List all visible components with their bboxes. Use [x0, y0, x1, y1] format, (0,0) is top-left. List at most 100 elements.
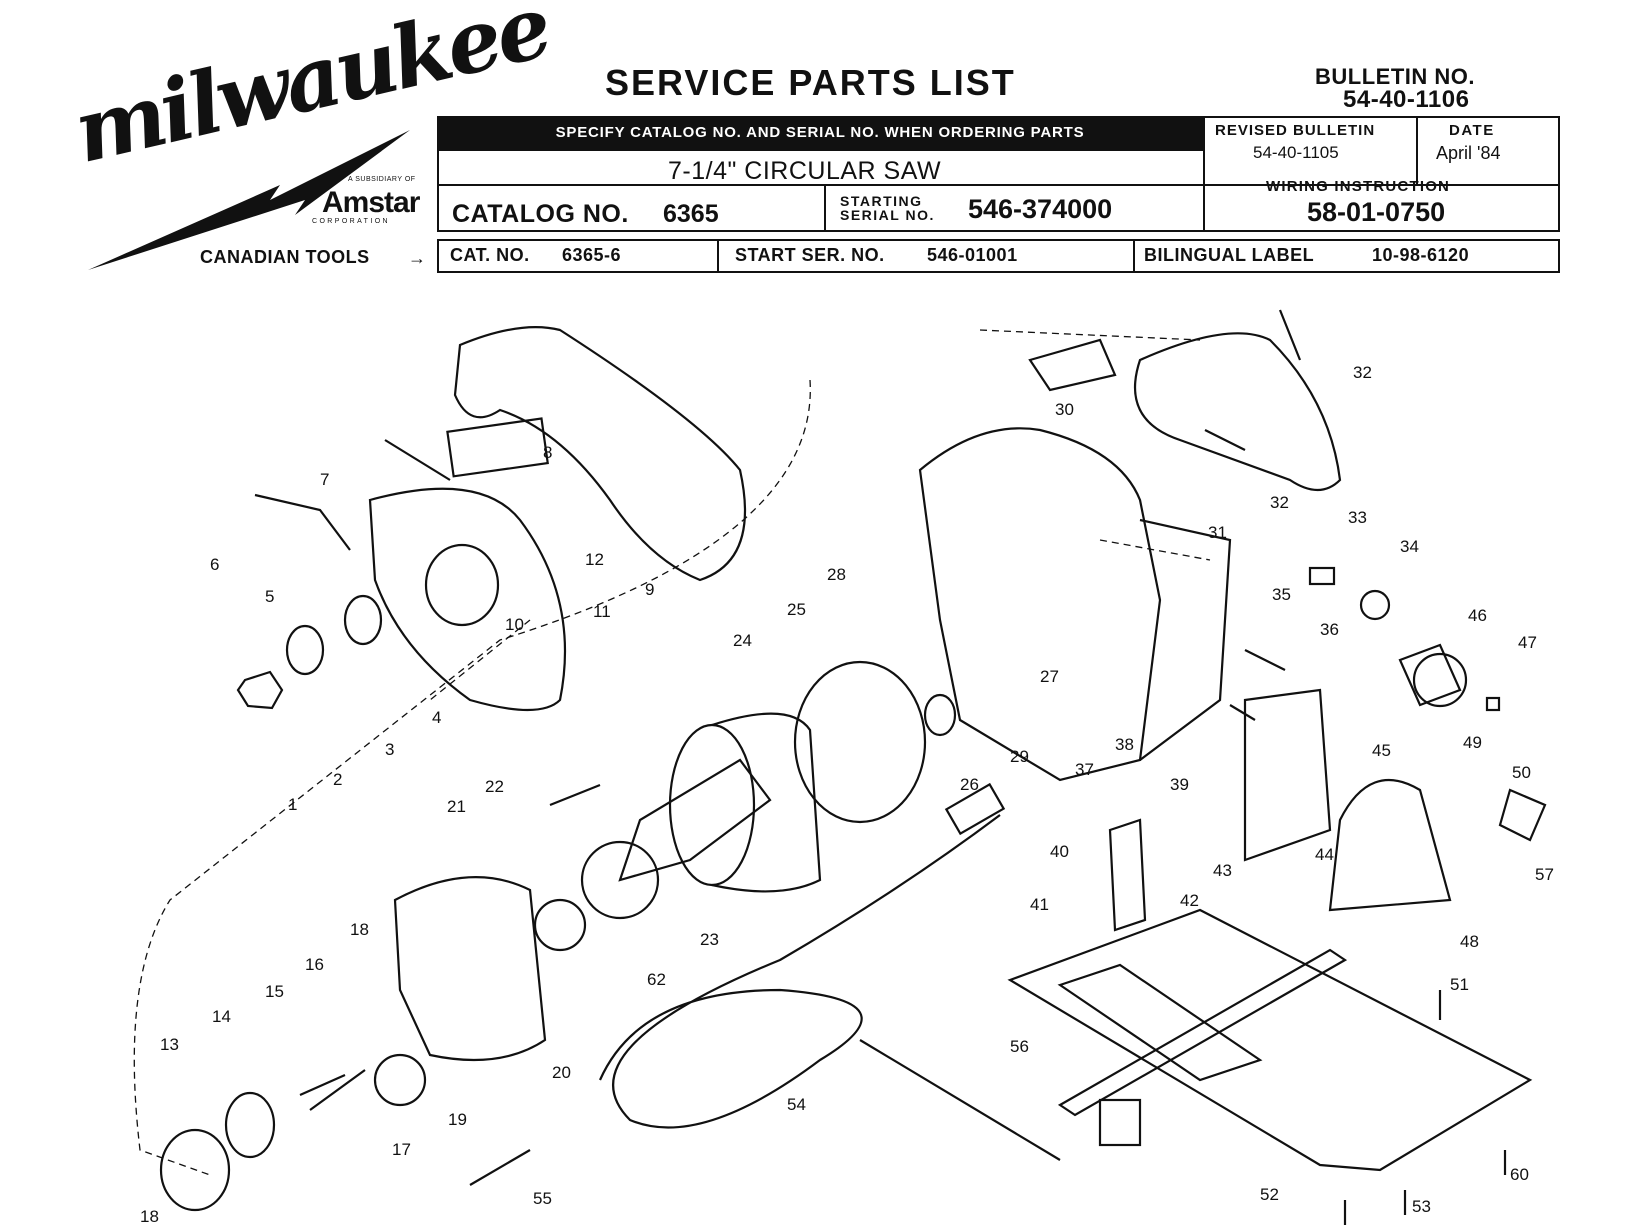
- bevel-knob: [1498, 788, 1547, 842]
- part-number-label: 22: [485, 777, 504, 796]
- bulletin-label: BULLETIN NO.: [1315, 64, 1475, 89]
- screw-32a: [1278, 309, 1302, 361]
- part-number-label: 19: [448, 1110, 467, 1129]
- corporation-text: CORPORATION: [312, 218, 390, 225]
- part-number-label: 45: [1372, 741, 1391, 760]
- rip-fence: [1057, 948, 1348, 1117]
- part-number-label: 48: [1460, 932, 1479, 951]
- switch: [1028, 338, 1117, 392]
- part-number-label: 5: [265, 587, 274, 606]
- starting-label-line2: SERIAL NO.: [840, 207, 935, 223]
- bulletin-number: 54-40-1106: [1343, 86, 1470, 113]
- part-number-label: 43: [1213, 861, 1232, 880]
- exploded-parts-diagram: 1234567891011121314151617181819202122232…: [133, 309, 1554, 1226]
- screw-35: [1229, 704, 1256, 721]
- power-cord: [598, 814, 1061, 1161]
- canadian-tools-label: CANADIAN TOOLS: [200, 247, 370, 267]
- bearing-26: [923, 693, 957, 737]
- starting-serial-number: 546-374000: [968, 194, 1113, 224]
- nameplate: [446, 417, 549, 478]
- depth-bracket-44: [1243, 688, 1332, 862]
- motor-housing: [711, 712, 822, 893]
- guard-opening: [424, 543, 500, 627]
- canadian-cat-number: 6365-6: [562, 245, 622, 265]
- part-number-label: 62: [647, 970, 666, 989]
- part-number-label: 42: [1180, 891, 1199, 910]
- part-number-label: 2: [333, 770, 342, 789]
- fence-end: [1098, 1098, 1142, 1147]
- part-number-label: 12: [585, 550, 604, 569]
- depth-knob: [1398, 643, 1462, 707]
- part-number-label: 28: [827, 565, 846, 584]
- part-number-label: 6: [210, 555, 219, 574]
- part-number-label: 17: [392, 1140, 411, 1159]
- divider: [1416, 116, 1418, 184]
- knob-face: [1412, 652, 1468, 708]
- shoe-cutout: [1057, 963, 1263, 1082]
- part-number-label: 18: [350, 920, 369, 939]
- bilingual-label-label: BILINGUAL LABEL: [1144, 245, 1315, 265]
- part-number-label: 16: [305, 955, 324, 974]
- gear-case: [393, 876, 547, 1062]
- part-number-label: 9: [645, 580, 654, 599]
- divider: [437, 149, 1203, 151]
- bearing-62: [533, 898, 587, 952]
- part-number-label: 46: [1468, 606, 1487, 625]
- divider: [437, 184, 1560, 186]
- catalog-label: CATALOG NO.: [452, 200, 629, 228]
- part-number-label: 50: [1512, 763, 1531, 782]
- part-number-label: 35: [1272, 585, 1291, 604]
- part-number-label: 21: [447, 797, 466, 816]
- outer-washer: [285, 624, 325, 676]
- canadian-table: [437, 239, 1560, 273]
- tool-name: 7-1/4" CIRCULAR SAW: [668, 157, 942, 185]
- starting-serial-label: STARTING SERIAL NO.: [840, 194, 935, 222]
- guide-41: [1108, 818, 1147, 932]
- part-number-label: 27: [1040, 667, 1059, 686]
- inner-washer: [343, 594, 383, 646]
- part-number-label: 29: [1010, 747, 1029, 766]
- upper-housing: [1133, 332, 1342, 492]
- bearing-14: [224, 1091, 276, 1159]
- specify-note-bar: SPECIFY CATALOG NO. AND SERIAL NO. WHEN …: [437, 116, 1203, 149]
- arrow-right-icon: →: [408, 248, 426, 268]
- lever: [254, 493, 351, 551]
- part-number-label: 23: [700, 930, 719, 949]
- revised-bulletin-number: 54-40-1105: [1253, 143, 1339, 162]
- lightning-bolt-icon: [88, 130, 410, 270]
- part-number-label: 14: [212, 1007, 231, 1026]
- subsidiary-text: A SUBSIDIARY OF: [348, 176, 416, 183]
- catalog-number: 6365: [663, 200, 719, 228]
- divider: [1133, 239, 1135, 273]
- fan: [580, 840, 660, 920]
- nut-47: [1485, 696, 1501, 712]
- part-number-label: 25: [787, 600, 806, 619]
- bilingual-label-number: 10-98-6120: [1372, 245, 1470, 265]
- part-number-label: 44: [1315, 845, 1334, 864]
- spindle-15: [299, 1069, 366, 1111]
- brush-cap: [1359, 589, 1391, 621]
- screw-55: [469, 1149, 531, 1186]
- upper-guard: [368, 487, 567, 712]
- divider: [1203, 116, 1205, 232]
- assembly-path-left: [133, 379, 811, 1176]
- part-number-label: 51: [1450, 975, 1469, 994]
- part-number-label: 47: [1518, 633, 1537, 652]
- part-number-label: 57: [1535, 865, 1554, 884]
- wiring-instruction-label: WIRING INSTRUCTION: [1266, 178, 1451, 195]
- gear-17: [373, 1053, 427, 1107]
- part-number-label: 34: [1400, 537, 1419, 556]
- part-number-label: 53: [1412, 1197, 1431, 1216]
- screw-32b: [1204, 429, 1246, 451]
- part-number-label: 38: [1115, 735, 1134, 754]
- part-number-label: 55: [533, 1189, 552, 1208]
- part-number-label: 41: [1030, 895, 1049, 914]
- part-number-label: 11: [593, 602, 611, 621]
- part-number-label: 33: [1348, 508, 1367, 527]
- armature: [618, 758, 772, 882]
- part-number-label: 56: [1010, 1037, 1029, 1056]
- spring: [384, 439, 451, 481]
- part-number-label: 30: [1055, 400, 1074, 419]
- starting-label-line1: STARTING: [840, 193, 923, 209]
- part-number-label: 4: [432, 708, 441, 727]
